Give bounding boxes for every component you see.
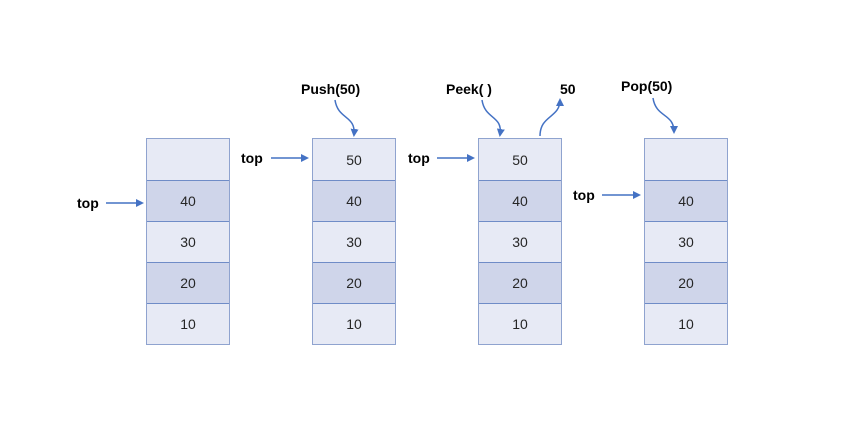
stack-cell: 30 bbox=[313, 221, 395, 262]
stack-cell: 40 bbox=[479, 180, 561, 221]
stack-cell: 10 bbox=[645, 303, 727, 344]
stack-cell: 20 bbox=[645, 262, 727, 303]
top-label-1: top bbox=[77, 195, 99, 211]
stack-cell: 10 bbox=[147, 303, 229, 344]
peek-in-arrow bbox=[481, 99, 505, 137]
stack-peek: 50 40 30 20 10 bbox=[478, 138, 562, 345]
pop-operation-label: Pop(50) bbox=[621, 78, 673, 94]
stack-cell-empty bbox=[645, 139, 727, 180]
push-arrow bbox=[334, 99, 359, 137]
stack-initial: 40 30 20 10 bbox=[146, 138, 230, 345]
top-label-2: top bbox=[241, 150, 263, 166]
stack-cell: 50 bbox=[479, 139, 561, 180]
stack-cell-empty bbox=[147, 139, 229, 180]
pop-arrow bbox=[652, 97, 678, 134]
peek-operation-label: Peek( ) bbox=[446, 81, 492, 97]
top-label-4: top bbox=[573, 187, 595, 203]
stack-cell: 30 bbox=[479, 221, 561, 262]
stack-cell: 40 bbox=[147, 180, 229, 221]
stack-cell: 40 bbox=[645, 180, 727, 221]
push-operation-label: Push(50) bbox=[301, 81, 361, 97]
stack-cell: 50 bbox=[313, 139, 395, 180]
stack-cell: 40 bbox=[313, 180, 395, 221]
stack-cell: 20 bbox=[147, 262, 229, 303]
stack-after-pop: 40 30 20 10 bbox=[644, 138, 728, 345]
top-label-3: top bbox=[408, 150, 430, 166]
peek-result-label: 50 bbox=[560, 81, 576, 97]
peek-out-arrow bbox=[539, 98, 564, 137]
stack-cell: 20 bbox=[479, 262, 561, 303]
stack-cell: 20 bbox=[313, 262, 395, 303]
stack-cell: 30 bbox=[147, 221, 229, 262]
stack-after-push: 50 40 30 20 10 bbox=[312, 138, 396, 345]
stack-cell: 10 bbox=[479, 303, 561, 344]
stack-cell: 10 bbox=[313, 303, 395, 344]
stack-cell: 30 bbox=[645, 221, 727, 262]
